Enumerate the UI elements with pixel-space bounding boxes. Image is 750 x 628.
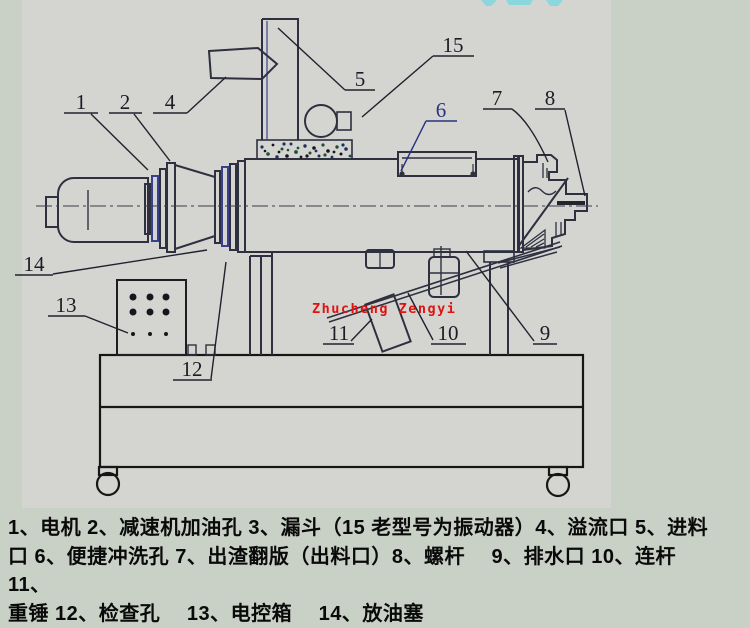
callout-12: 12 xyxy=(182,357,203,381)
legend-line-3: 重锤 12、检查孔 13、电控箱 14、放油塞 xyxy=(8,600,744,628)
callout-9: 9 xyxy=(540,321,551,345)
callout-6: 6 xyxy=(436,98,447,122)
callout-13: 13 xyxy=(56,293,77,317)
callout-10: 10 xyxy=(438,321,459,345)
flush-port xyxy=(398,152,476,177)
callout-14: 14 xyxy=(24,252,46,276)
machine-diagram: 1 2 4 5 15 6 7 8 9 10 11 12 13 14 Zhuche… xyxy=(0,0,750,508)
screenshot-root: 1 2 4 5 15 6 7 8 9 10 11 12 13 14 Zhuche… xyxy=(0,0,750,613)
callout-7: 7 xyxy=(492,86,503,110)
callout-15: 15 xyxy=(443,33,464,57)
callout-2: 2 xyxy=(120,90,131,114)
center-watermark: Zhucheng Zengyi xyxy=(312,301,456,317)
callout-5: 5 xyxy=(355,67,366,91)
callout-11: 11 xyxy=(329,321,349,345)
legend-line-1: 1、电机 2、减速机加油孔 3、漏斗（15 老型号为振动器）4、溢流口 5、进料 xyxy=(8,514,744,543)
legend-line-2: 口 6、便捷冲洗孔 7、出渣翻版（出料口）8、螺杆 9、排水口 10、连杆 11… xyxy=(8,543,744,600)
parts-legend: 1、电机 2、减速机加油孔 3、漏斗（15 老型号为振动器）4、溢流口 5、进料… xyxy=(0,508,750,613)
callout-4: 4 xyxy=(165,90,176,114)
diagram-svg: 1 2 4 5 15 6 7 8 9 10 11 12 13 14 Zhuche… xyxy=(0,0,750,508)
callout-8: 8 xyxy=(545,86,556,110)
callout-1: 1 xyxy=(76,90,87,114)
